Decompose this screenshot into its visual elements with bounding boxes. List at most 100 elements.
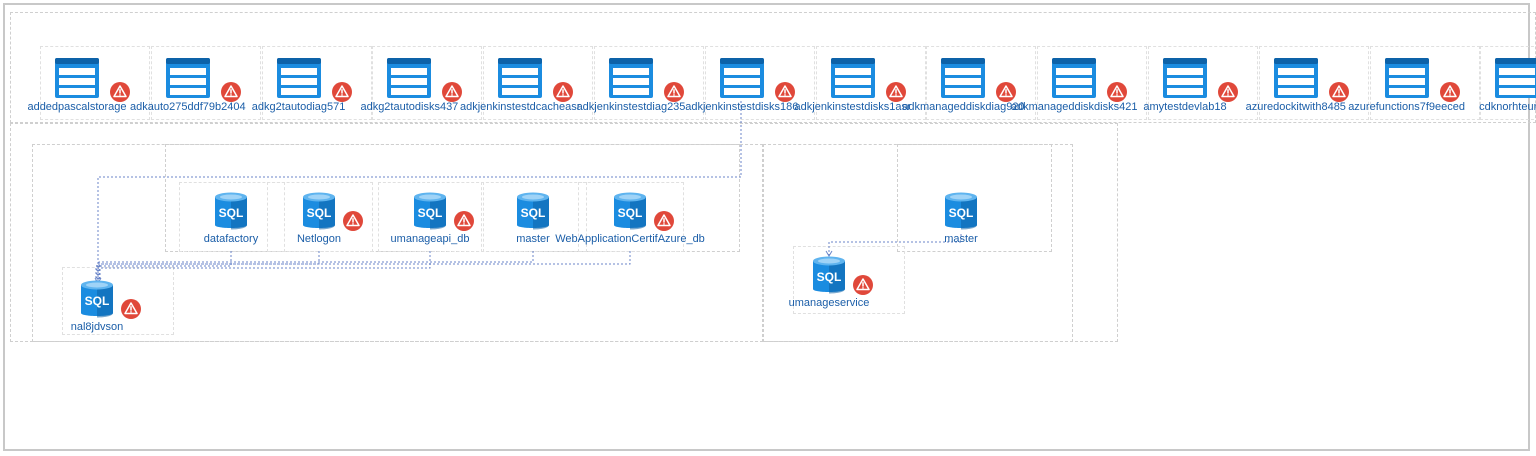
sql-database-icon: SQL: [944, 191, 978, 231]
storage-account-node[interactable]: cdknorhteurope: [1462, 57, 1536, 114]
sql-node-label: master: [944, 233, 978, 245]
sql-node-label: umanageapi_db: [390, 233, 470, 245]
sql-database-icon: SQL: [516, 191, 550, 231]
svg-text:SQL: SQL: [949, 206, 974, 220]
storage-account-node[interactable]: adkmanageddiskdisks421: [1011, 57, 1137, 114]
warning-icon[interactable]: [1439, 81, 1461, 103]
storage-account-node[interactable]: adkg2tautodiag571: [244, 57, 354, 114]
warning-icon[interactable]: [663, 81, 685, 103]
sql-database-icon: SQL: [302, 191, 336, 231]
sql-database-icon: SQL: [214, 191, 248, 231]
storage-account-label: adkjenkinstestdisks1asr: [794, 101, 911, 113]
warning-icon[interactable]: [1217, 81, 1239, 103]
storage-account-node[interactable]: adkjenkinstestdisks1asr: [794, 57, 911, 114]
sql-node-label: nal8jdvson: [70, 321, 124, 333]
storage-account-node[interactable]: adkjenkinstestdcacheasr: [460, 57, 580, 114]
sql-database-icon: SQL: [80, 279, 114, 319]
storage-account-icon: [608, 57, 654, 99]
sql-server-node[interactable]: SQL umanageservice: [769, 255, 889, 310]
sql-node-label: umanageservice: [788, 297, 870, 309]
warning-icon[interactable]: [342, 210, 364, 232]
sql-node-label: Netlogon: [296, 233, 342, 245]
sql-database-node[interactable]: SQL WebApplicationCertifAzure_db: [555, 191, 705, 246]
svg-text:SQL: SQL: [618, 206, 643, 220]
warning-icon[interactable]: [995, 81, 1017, 103]
storage-cell: [1480, 46, 1536, 120]
warning-icon[interactable]: [1106, 81, 1128, 103]
storage-account-icon: [165, 57, 211, 99]
warning-icon[interactable]: [453, 210, 475, 232]
storage-account-node[interactable]: azurefunctions7f9eeced: [1348, 57, 1465, 114]
svg-text:SQL: SQL: [219, 206, 244, 220]
sql-database-node[interactable]: SQL Netlogon: [259, 191, 379, 246]
storage-account-node[interactable]: adkauto275ddf79b2404: [129, 57, 246, 114]
storage-cell: [40, 46, 150, 120]
storage-account-icon: [830, 57, 876, 99]
svg-text:SQL: SQL: [307, 206, 332, 220]
storage-account-label: azuredockitwith8485: [1245, 101, 1346, 113]
warning-icon[interactable]: [774, 81, 796, 103]
sql-server-node[interactable]: SQL nal8jdvson: [37, 279, 157, 334]
storage-account-node[interactable]: addedpascalstorage: [22, 57, 132, 114]
storage-account-node[interactable]: amytestdevlab18: [1130, 57, 1240, 114]
storage-account-node[interactable]: azuredockitwith8485: [1241, 57, 1351, 114]
storage-account-label: addedpascalstorage: [27, 101, 127, 113]
sql-database-node[interactable]: SQL datafactory: [171, 191, 291, 246]
storage-cell: [815, 46, 926, 120]
storage-account-icon: [386, 57, 432, 99]
storage-account-node[interactable]: adkjenkinstestdisks186: [685, 57, 799, 114]
storage-account-node[interactable]: adkjenkinstestdiag235: [576, 57, 686, 114]
storage-account-label: adkmanageddiskdiag920: [902, 101, 1025, 113]
warning-icon[interactable]: [653, 210, 675, 232]
storage-account-icon: [940, 57, 986, 99]
sql-database-icon: SQL: [613, 191, 647, 231]
storage-account-label: adkg2tautodisks437: [360, 101, 459, 113]
sql-database-node[interactable]: SQL master: [901, 191, 1021, 246]
storage-account-label: adkjenkinstestdcacheasr: [459, 101, 581, 113]
storage-account-icon: [276, 57, 322, 99]
svg-text:SQL: SQL: [521, 206, 546, 220]
storage-account-label: adkmanageddiskdisks421: [1010, 101, 1138, 113]
warning-icon[interactable]: [852, 274, 874, 296]
sql-database-icon: SQL: [413, 191, 447, 231]
storage-cell: [704, 46, 815, 120]
storage-cell: [1037, 46, 1148, 120]
storage-account-icon: [1051, 57, 1097, 99]
storage-account-icon: [497, 57, 543, 99]
storage-account-icon: [54, 57, 100, 99]
sql-database-node[interactable]: SQL master: [473, 191, 593, 246]
storage-account-label: adkg2tautodiag571: [251, 101, 346, 113]
storage-account-label: cdknorhteurope: [1479, 101, 1536, 113]
warning-icon[interactable]: [220, 81, 242, 103]
storage-account-node[interactable]: adkg2tautodisks437: [354, 57, 464, 114]
storage-account-icon: [1273, 57, 1319, 99]
storage-cell: [1369, 46, 1480, 120]
warning-icon[interactable]: [109, 81, 131, 103]
storage-account-label: adkauto275ddf79b2404: [129, 101, 246, 113]
storage-account-label: azurefunctions7f9eeced: [1348, 101, 1465, 113]
storage-cell: [926, 46, 1037, 120]
sql-database-node[interactable]: SQL umanageapi_db: [370, 191, 490, 246]
storage-account-icon: [1494, 57, 1536, 99]
warning-icon[interactable]: [120, 298, 142, 320]
storage-account-icon: [719, 57, 765, 99]
svg-text:SQL: SQL: [418, 206, 443, 220]
storage-account-icon: [1162, 57, 1208, 99]
storage-cell: [1148, 46, 1258, 120]
storage-cell: [1258, 46, 1369, 120]
sql-node-label: master: [516, 233, 550, 245]
sql-node-label: WebApplicationCertifAzure_db: [555, 233, 705, 245]
storage-account-label: adkjenkinstestdisks186: [685, 101, 799, 113]
sql-database-icon: SQL: [812, 255, 846, 295]
warning-icon[interactable]: [331, 81, 353, 103]
svg-text:SQL: SQL: [85, 294, 110, 308]
warning-icon[interactable]: [1328, 81, 1350, 103]
storage-account-label: adkjenkinstestdiag235: [576, 101, 686, 113]
storage-account-node[interactable]: adkmanageddiskdiag920: [902, 57, 1025, 114]
warning-icon[interactable]: [552, 81, 574, 103]
svg-text:SQL: SQL: [817, 270, 842, 284]
storage-account-label: amytestdevlab18: [1143, 101, 1227, 113]
warning-icon[interactable]: [885, 81, 907, 103]
warning-icon[interactable]: [441, 81, 463, 103]
